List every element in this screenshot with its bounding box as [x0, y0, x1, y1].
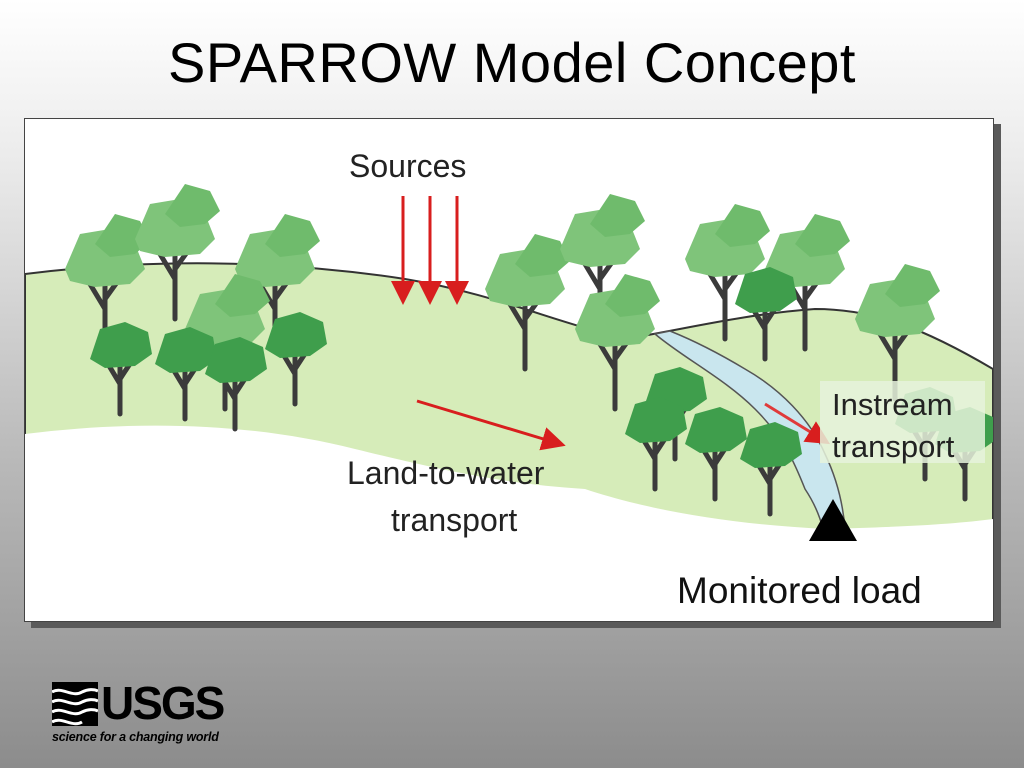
slide-title: SPARROW Model Concept [168, 31, 856, 94]
instream-label-backdrop [820, 381, 985, 463]
usgs-logo: USGS science for a changing world [52, 680, 252, 750]
sparrow-diagram: Sources Land-to-water transport Instream… [25, 148, 993, 621]
diagram-frame: Sources Land-to-water transport Instream… [24, 118, 994, 622]
instream-label-line2: transport [832, 429, 955, 464]
triangle-marker-icon [809, 499, 857, 541]
instream-label: Instream [832, 387, 953, 422]
sources-label: Sources [349, 148, 466, 184]
instream-arrow [764, 402, 831, 445]
usgs-wordmark: USGS [101, 677, 225, 729]
foreground-ground [25, 425, 993, 621]
usgs-wave-icon [52, 682, 98, 726]
land-to-water-label: Land-to-water [347, 455, 545, 491]
usgs-tagline: science for a changing world [52, 730, 219, 744]
land-to-water-arrow [416, 399, 566, 451]
land-to-water-label-line2: transport [391, 502, 517, 538]
monitored-load-label: Monitored load [677, 570, 922, 611]
